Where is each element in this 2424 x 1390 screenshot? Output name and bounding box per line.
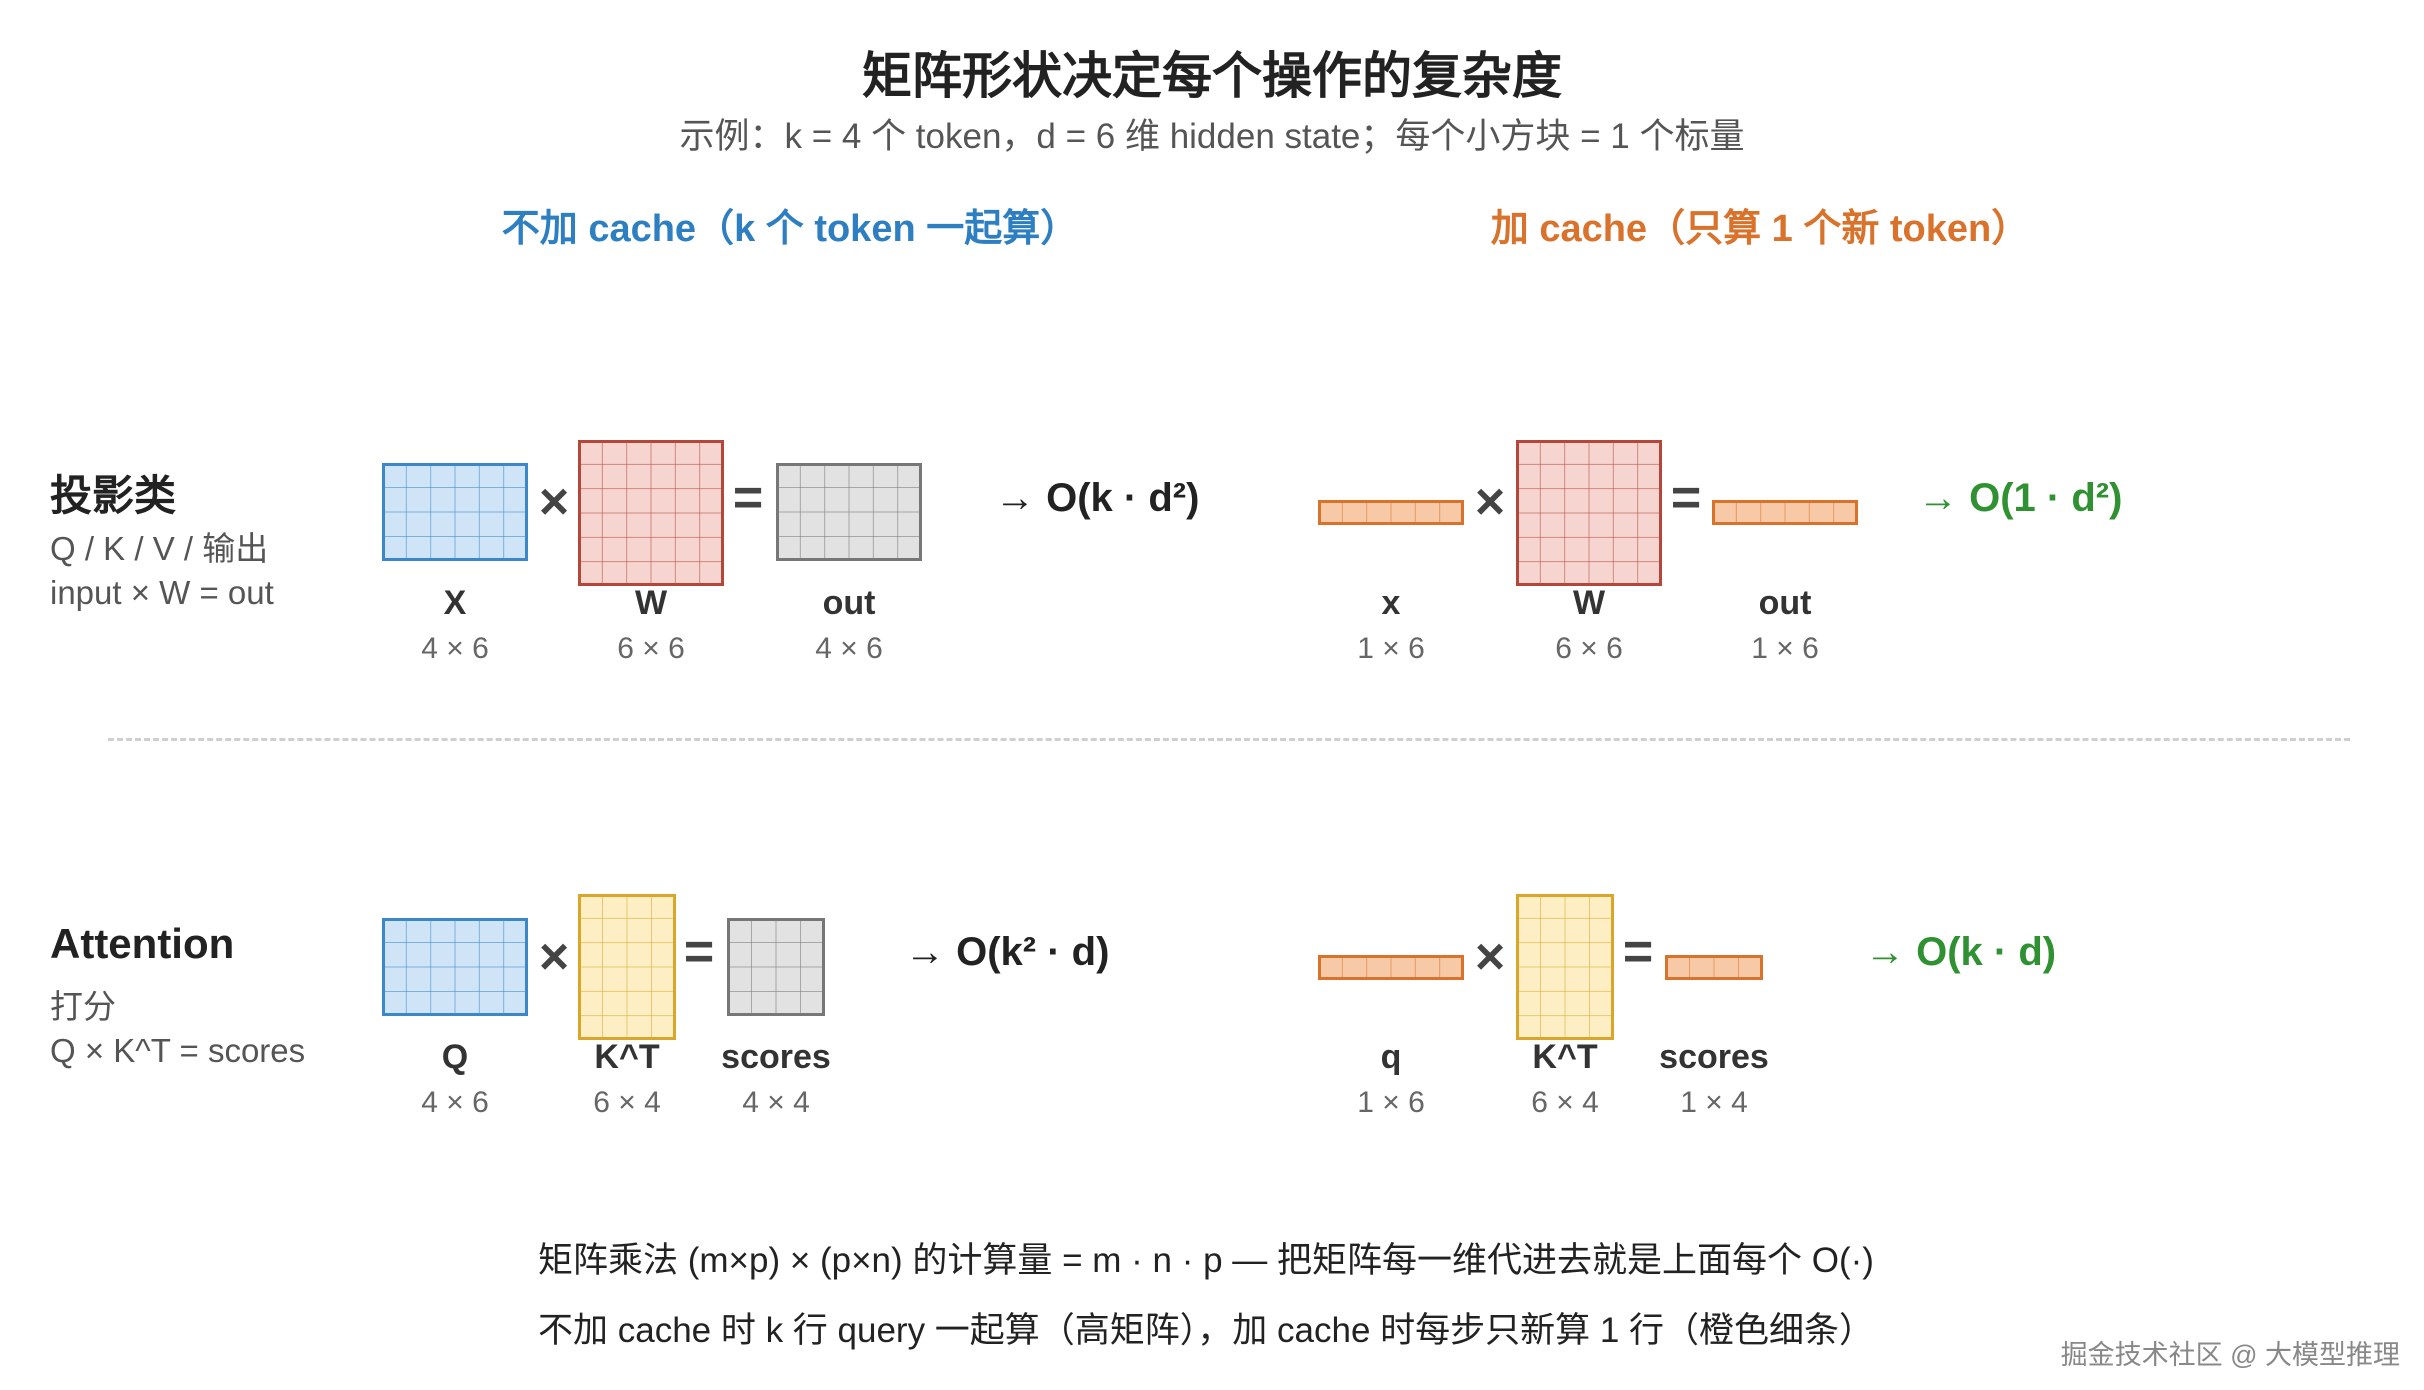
- matrix-dim-KT: 6 × 4: [1531, 1086, 1599, 1119]
- row-sub-projection-2: input × W = out: [50, 574, 274, 611]
- matrix-label-KT: K^T: [594, 1038, 660, 1076]
- times-sign: ×: [1474, 473, 1506, 531]
- matrix-dim-W: 6 × 6: [617, 632, 685, 665]
- diagram-subtitle: 示例：k = 4 个 token，d = 6 维 hidden state；每个…: [679, 117, 1745, 156]
- equals-sign: =: [1670, 469, 1702, 527]
- diagram-title: 矩阵形状决定每个操作的复杂度: [862, 48, 1562, 104]
- matrix-dim-scores: 1 × 4: [1680, 1086, 1748, 1119]
- matrix-dim-out: 1 × 6: [1751, 632, 1819, 665]
- matrix-projection-left-c: [776, 463, 922, 561]
- matrix-attention-right-c: [1665, 955, 1763, 980]
- matrix-dim-KT: 6 × 4: [593, 1086, 661, 1119]
- matrix-label-out: out: [1758, 584, 1812, 622]
- times-sign: ×: [1474, 928, 1506, 986]
- complexity-projection-no-cache: → O(k · d²): [995, 476, 1200, 520]
- note-line-2: 不加 cache 时 k 行 query 一起算（高矩阵），加 cache 时每…: [538, 1311, 1875, 1350]
- matrix-label-W: W: [634, 584, 668, 622]
- matrix-attention-right-a: [1318, 955, 1464, 980]
- matrix-projection-right-c: [1712, 500, 1858, 525]
- matrix-dim-Q: 4 × 6: [421, 1086, 489, 1119]
- column-header-no-cache: 不加 cache（k 个 token 一起算）: [501, 208, 1079, 250]
- row-sub-attention-1: 打分: [50, 988, 116, 1025]
- matrix-dim-W: 6 × 6: [1555, 632, 1623, 665]
- matrix-label-W: W: [1572, 584, 1606, 622]
- row-sub-projection-1: Q / K / V / 输出: [50, 530, 269, 567]
- row-sub-attention-2: Q × K^T = scores: [50, 1032, 306, 1069]
- note-line-1: 矩阵乘法 (m×p) × (p×n) 的计算量 = m · n · p — 把矩…: [538, 1241, 1874, 1280]
- times-sign: ×: [538, 928, 570, 986]
- complexity-attention-with-cache: → O(k · d): [1865, 930, 2057, 974]
- equals-sign: =: [1622, 923, 1654, 981]
- times-sign: ×: [538, 473, 570, 531]
- matrix-projection-right-b: [1516, 440, 1662, 586]
- matrix-projection-right-a: [1318, 500, 1464, 525]
- matrix-dim-X: 4 × 6: [421, 632, 489, 665]
- matrix-label-out: out: [822, 584, 876, 622]
- matrix-label-X: X: [443, 584, 467, 622]
- matrix-dim-scores: 4 × 4: [742, 1086, 810, 1119]
- complexity-attention-no-cache: → O(k² · d): [905, 930, 1110, 974]
- matrix-projection-left-a: [382, 463, 528, 561]
- matrix-label-Q: Q: [441, 1038, 469, 1076]
- matrix-dim-out: 4 × 6: [815, 632, 883, 665]
- matrix-attention-left-c: [727, 918, 825, 1016]
- watermark: 掘金技术社区 @ 大模型推理: [2060, 1340, 2400, 1370]
- matrix-label-scores: scores: [721, 1038, 831, 1076]
- row-title-projection: 投影类: [50, 472, 177, 519]
- column-header-with-cache: 加 cache（只算 1 个新 token）: [1490, 208, 2030, 250]
- row-title-attention: Attention: [50, 920, 235, 967]
- matrix-label-KT: K^T: [1532, 1038, 1598, 1076]
- matrix-projection-left-b: [578, 440, 724, 586]
- matrix-label-q: q: [1380, 1038, 1402, 1076]
- matrix-dim-q: 1 × 6: [1357, 1086, 1425, 1119]
- equals-sign: =: [732, 469, 764, 527]
- complexity-projection-with-cache: → O(1 · d²): [1918, 476, 2123, 520]
- matrix-label-x: x: [1381, 584, 1401, 622]
- matrix-attention-right-b: [1516, 894, 1614, 1040]
- matrix-label-scores: scores: [1659, 1038, 1769, 1076]
- matrix-dim-x: 1 × 6: [1357, 632, 1425, 665]
- matrix-attention-left-b: [578, 894, 676, 1040]
- equals-sign: =: [683, 923, 715, 981]
- matrix-attention-left-a: [382, 918, 528, 1016]
- section-divider: [108, 738, 2350, 741]
